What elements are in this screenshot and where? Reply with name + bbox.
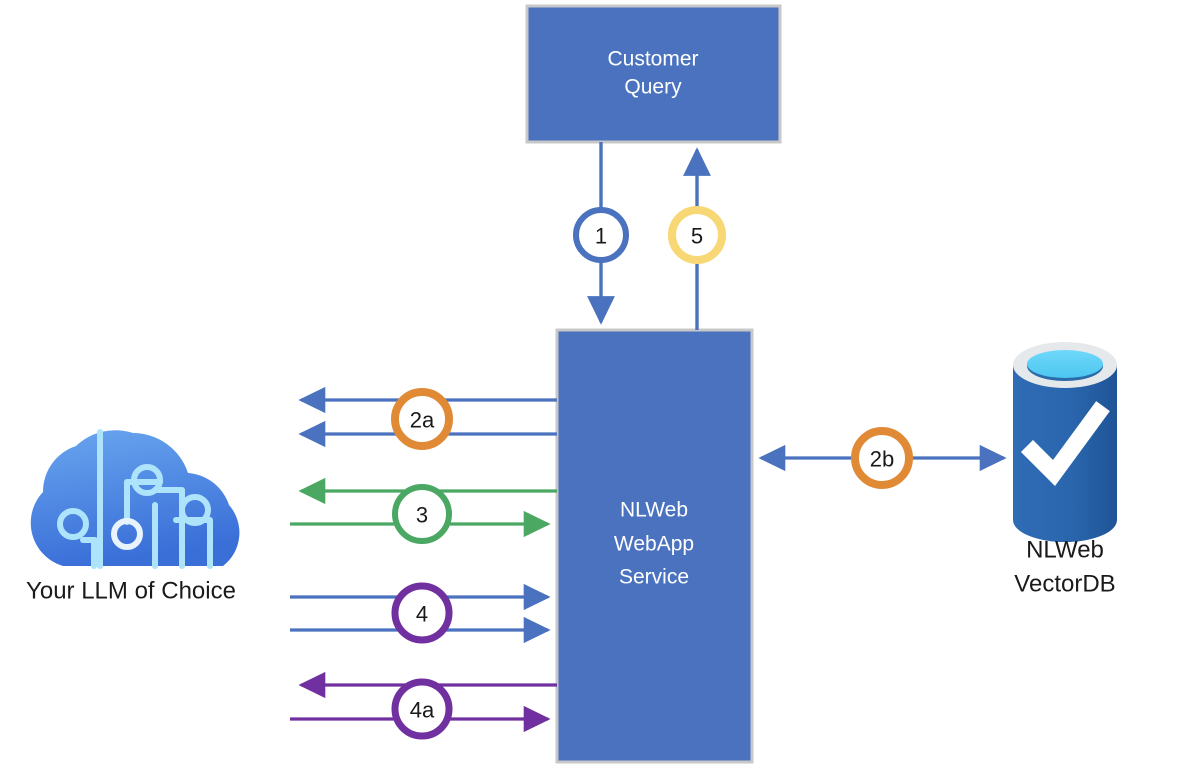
db-check-icon — [1020, 401, 1110, 487]
cloud-circuit-node-highlight — [111, 518, 143, 550]
nlweb-service-label-line2: WebApp — [614, 533, 694, 556]
step-marker-2b-label: 2b — [870, 447, 894, 472]
step-marker-5-label: 5 — [691, 224, 703, 249]
step-marker-2b[interactable]: 2b — [851, 427, 913, 489]
step-marker-3[interactable]: 3 — [392, 484, 452, 544]
customer-query-label-line2: Query — [624, 76, 682, 99]
vector-db-caption-line1: NLWeb — [1026, 536, 1104, 563]
nlweb-service-label-line1: NLWeb — [620, 499, 688, 522]
nlweb-service-label-line3: Service — [619, 566, 689, 589]
cloud-circuit-nodes — [57, 464, 211, 540]
step-marker-4a[interactable]: 4a — [391, 678, 453, 740]
nlweb-service-box[interactable] — [555, 328, 754, 764]
step-marker-4a-ring[interactable] — [391, 678, 453, 740]
db-inner-top — [1027, 350, 1103, 378]
step-marker-1-label: 1 — [595, 224, 607, 249]
step-marker-4-ring[interactable] — [391, 582, 453, 644]
vector-db-caption-line2: VectorDB — [1014, 570, 1115, 597]
step-marker-1[interactable]: 1 — [573, 207, 629, 263]
step-marker-4-label: 4 — [416, 602, 428, 627]
step-marker-2a[interactable]: 2a — [391, 388, 453, 450]
cloud-circuit-icon — [30, 429, 240, 569]
step-marker-2a-ring[interactable] — [391, 388, 453, 450]
step-marker-2a-label: 2a — [410, 408, 435, 433]
node-customer-query[interactable]: Customer Query — [525, 4, 782, 144]
step-marker-5[interactable]: 5 — [668, 206, 726, 264]
llm-cloud-caption: Your LLM of Choice — [26, 577, 236, 604]
step-marker-2b-ring[interactable] — [851, 427, 913, 489]
step-marker-3-ring[interactable] — [392, 484, 452, 544]
step-marker-5-ring[interactable] — [668, 206, 726, 264]
step-marker-4a-label: 4a — [410, 698, 435, 723]
cloud-circuit-traces — [80, 429, 213, 569]
step-marker-3-label: 3 — [416, 503, 428, 528]
node-vector-db[interactable]: NLWeb VectorDB — [1013, 342, 1117, 597]
customer-query-box[interactable] — [525, 4, 782, 144]
node-nlweb-service[interactable]: NLWeb WebApp Service — [555, 328, 754, 764]
node-llm-cloud[interactable]: Your LLM of Choice — [26, 429, 240, 604]
step-marker-1-ring[interactable] — [573, 207, 629, 263]
database-check-icon — [1013, 342, 1117, 542]
customer-query-label-line1: Customer — [607, 48, 698, 71]
step-marker-4[interactable]: 4 — [391, 582, 453, 644]
